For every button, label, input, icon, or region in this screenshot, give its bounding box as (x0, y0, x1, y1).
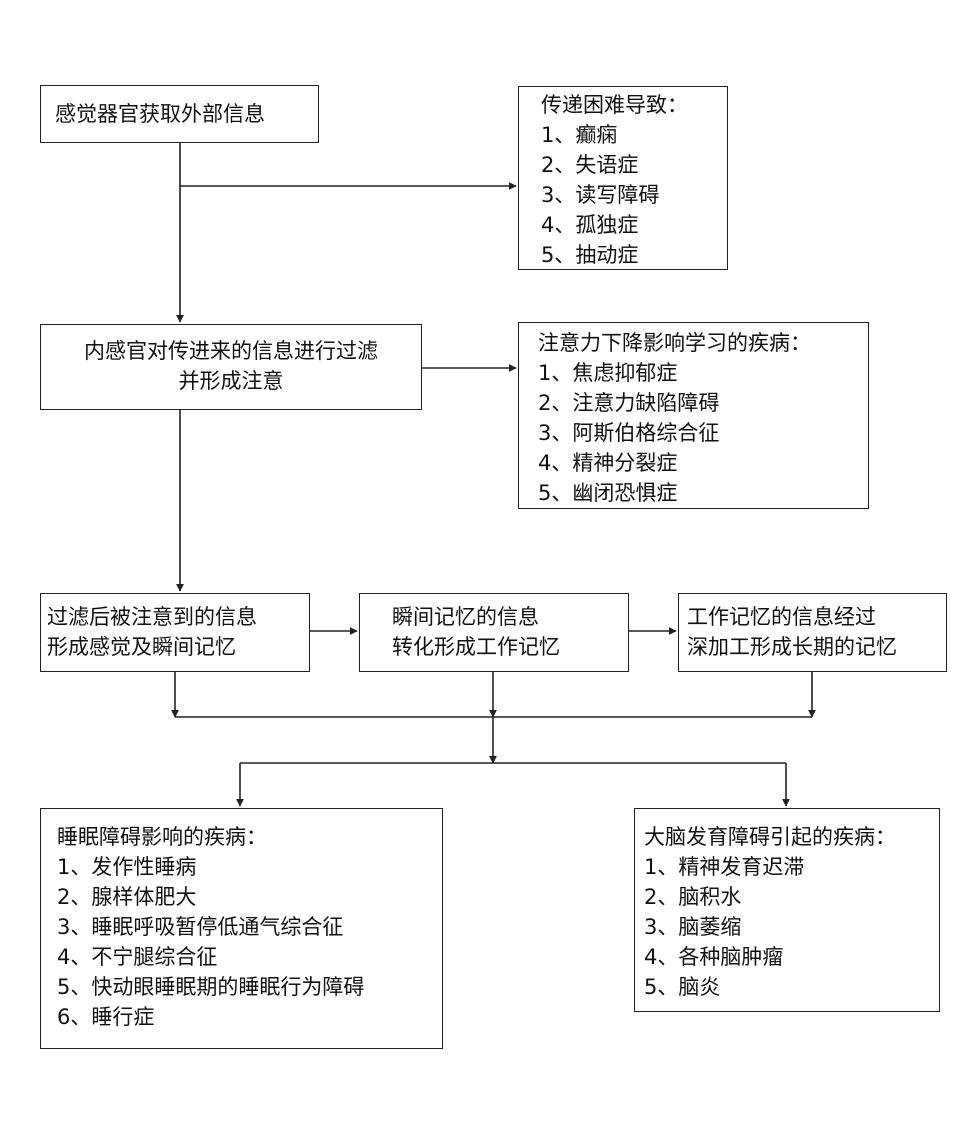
list-item: 2、失语症 (541, 153, 639, 177)
list-item: 5、抽动症 (541, 243, 639, 267)
list-item: 6、睡行症 (57, 1005, 155, 1029)
list-item: 1、发作性睡病 (57, 855, 197, 879)
sleep-title: 睡眠障碍影响的疾病： (57, 825, 267, 849)
list-item: 5、脑炎 (644, 975, 721, 999)
list-item: 1、精神发育迟滞 (644, 855, 805, 879)
transmission-list: 1、癫痫 2、失语症 3、读写障碍 4、孤独症 5、抽动症 (541, 120, 727, 270)
list-item: 3、读写障碍 (541, 183, 660, 207)
sensory-memory-box: 过滤后被注意到的信息 形成感觉及瞬间记忆 (40, 593, 310, 672)
filter-label-line2: 并形成注意 (178, 369, 284, 393)
transmission-title: 传递困难导致： (541, 93, 688, 117)
list-item: 5、快动眼睡眠期的睡眠行为障碍 (57, 975, 365, 999)
list-item: 4、不宁腿综合征 (57, 945, 218, 969)
long-term-memory-box: 工作记忆的信息经过 深加工形成长期的记忆 (678, 593, 947, 672)
sense-label: 感觉器官获取外部信息 (55, 102, 265, 126)
filter-box: 内感官对传进来的信息进行过滤 并形成注意 (40, 324, 422, 410)
list-item: 5、幽闭恐惧症 (538, 481, 678, 505)
attention-disorders-box: 注意力下降影响学习的疾病： 1、焦虑抑郁症 2、注意力缺陷障碍 3、阿斯伯格综合… (518, 322, 869, 509)
list-item: 2、腺样体肥大 (57, 885, 197, 909)
list-item: 3、阿斯伯格综合征 (538, 421, 720, 445)
transmission-disorders-box: 传递困难导致： 1、癫痫 2、失语症 3、读写障碍 4、孤独症 5、抽动症 (518, 86, 728, 270)
list-item: 1、焦虑抑郁症 (538, 361, 678, 385)
list-item: 4、孤独症 (541, 213, 639, 237)
sense-box: 感觉器官获取外部信息 (40, 85, 319, 143)
brain-title: 大脑发育障碍引起的疾病： (644, 825, 896, 849)
attention-list: 1、焦虑抑郁症 2、注意力缺陷障碍 3、阿斯伯格综合征 4、精神分裂症 5、幽闭… (538, 358, 868, 508)
brain-development-disorders-box: 大脑发育障碍引起的疾病： 1、精神发育迟滞 2、脑积水 3、脑萎缩 4、各种脑肿… (634, 808, 940, 1012)
working-memory-box: 瞬间记忆的信息 转化形成工作记忆 (359, 593, 629, 672)
list-item: 4、精神分裂症 (538, 451, 678, 475)
sensory-label-line1: 过滤后被注意到的信息 (47, 605, 257, 629)
working-label-line1: 瞬间记忆的信息 (392, 605, 539, 629)
list-item: 3、睡眠呼吸暂停低通气综合征 (57, 915, 344, 939)
list-item: 2、注意力缺陷障碍 (538, 391, 720, 415)
sleep-disorders-box: 睡眠障碍影响的疾病： 1、发作性睡病 2、腺样体肥大 3、睡眠呼吸暂停低通气综合… (40, 808, 443, 1049)
brain-list: 1、精神发育迟滞 2、脑积水 3、脑萎缩 4、各种脑肿瘤 5、脑炎 (644, 852, 939, 1002)
list-item: 1、癫痫 (541, 123, 618, 147)
sleep-list: 1、发作性睡病 2、腺样体肥大 3、睡眠呼吸暂停低通气综合征 4、不宁腿综合征 … (57, 852, 442, 1032)
filter-label-line1: 内感官对传进来的信息进行过滤 (84, 339, 378, 363)
list-item: 4、各种脑肿瘤 (644, 945, 784, 969)
working-label-line2: 转化形成工作记忆 (392, 635, 560, 659)
attention-title: 注意力下降影响学习的疾病： (538, 331, 811, 355)
longterm-label-line2: 深加工形成长期的记忆 (687, 635, 897, 659)
list-item: 2、脑积水 (644, 885, 742, 909)
list-item: 3、脑萎缩 (644, 915, 742, 939)
sensory-label-line2: 形成感觉及瞬间记忆 (47, 635, 236, 659)
longterm-label-line1: 工作记忆的信息经过 (687, 605, 876, 629)
